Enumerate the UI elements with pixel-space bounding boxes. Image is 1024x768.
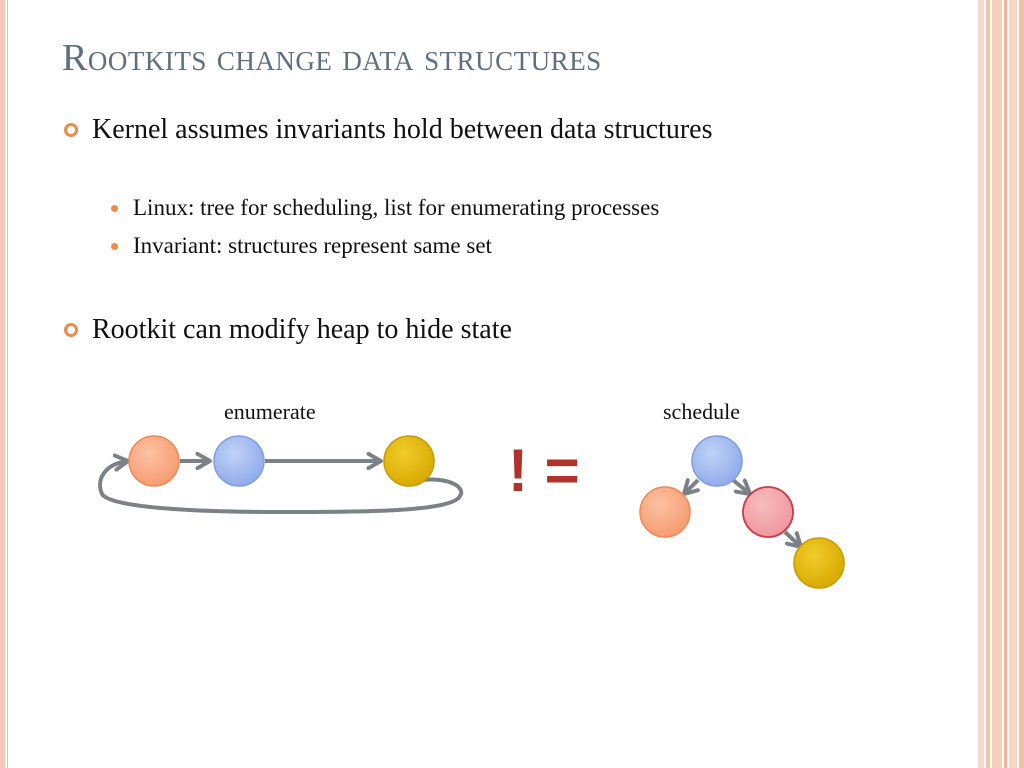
tree-node-orange: [639, 486, 691, 538]
tree-arrow-down: [783, 530, 801, 547]
right-border-bands: [978, 0, 1024, 768]
enumerate-label: enumerate: [224, 399, 316, 424]
tree-node-gold: [793, 537, 845, 589]
tree-node-blue: [691, 435, 743, 487]
left-border-line: [7, 0, 8, 768]
not-equal-operator: ! =: [508, 437, 580, 504]
bullet-dot-icon: [111, 243, 118, 250]
sub-bullet-invariant: Invariant: structures represent same set: [133, 233, 492, 258]
bullet-kernel-invariants: Kernel assumes invariants hold between d…: [92, 114, 713, 145]
tree-arrow-left: [684, 480, 698, 494]
list-loop-arrow: [98, 461, 464, 515]
left-border-stripe: [0, 0, 5, 768]
tree-node-pink: [742, 486, 794, 538]
list-node-gold: [383, 435, 435, 487]
tree-arrow-right: [731, 480, 750, 494]
bullet-rootkit-heap: Rootkit can modify heap to hide state: [92, 314, 512, 345]
bullet-ring-icon: [64, 323, 78, 337]
list-node-blue: [213, 435, 265, 487]
bullet-dot-icon: [111, 205, 118, 212]
sub-bullet-linux: Linux: tree for scheduling, list for enu…: [133, 195, 660, 220]
bullet-ring-icon: [64, 123, 78, 137]
slide-title: Rootkits change data structures: [62, 37, 602, 79]
schedule-label: schedule: [663, 399, 740, 424]
list-node-orange: [128, 435, 180, 487]
